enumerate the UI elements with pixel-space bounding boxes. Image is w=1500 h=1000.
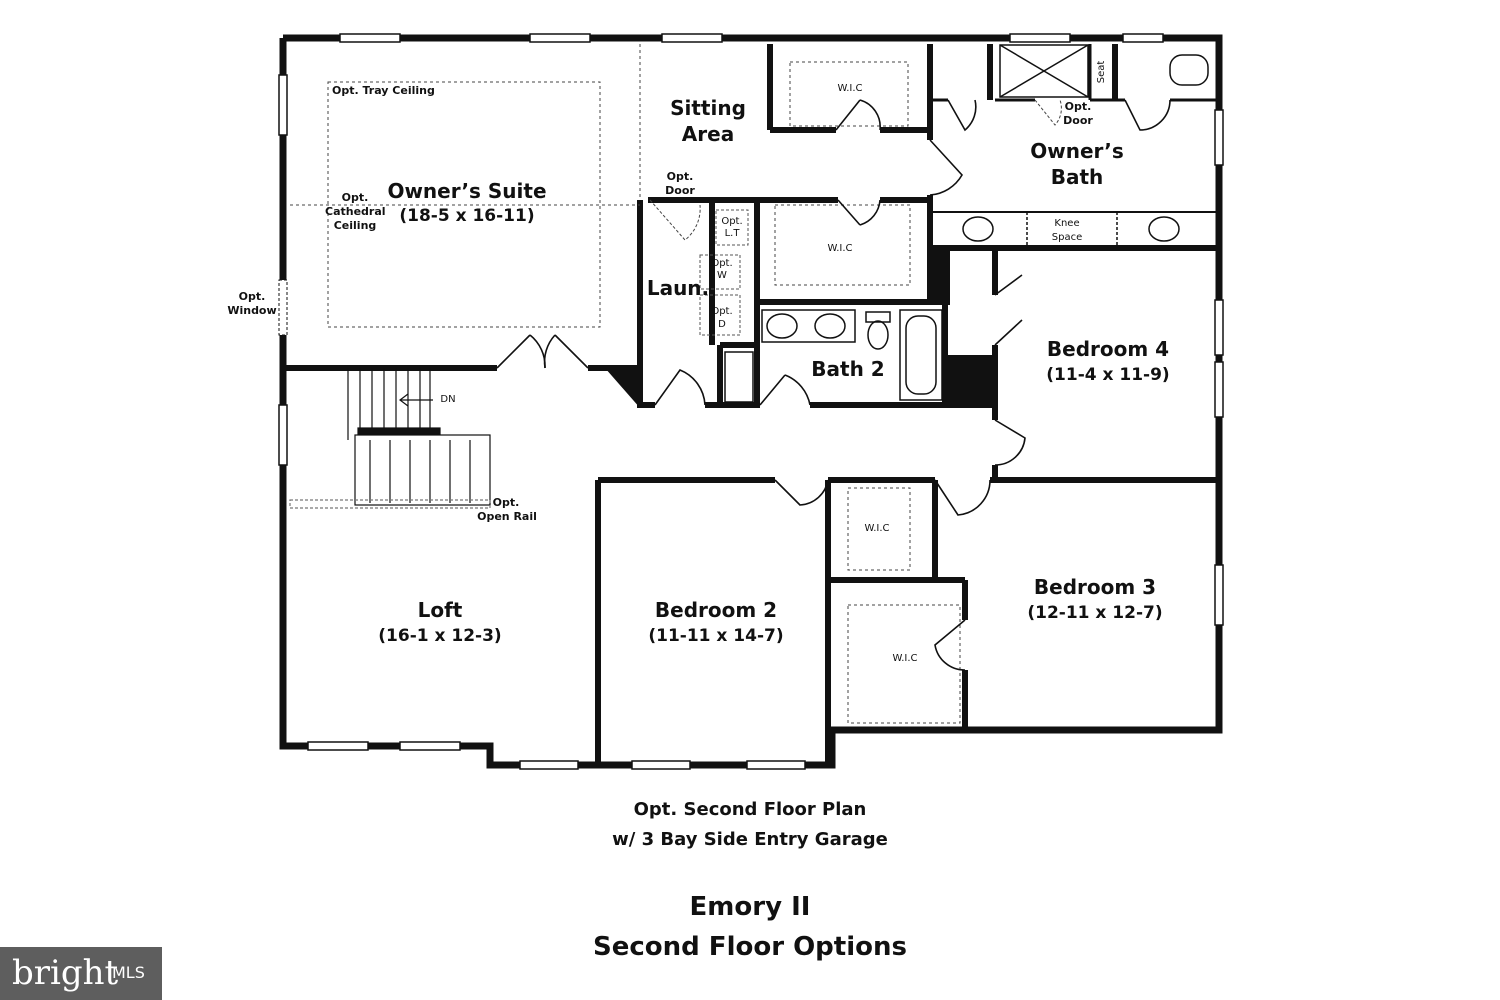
opt-door-note-line2: Door xyxy=(665,184,695,197)
opt-window-note-line1: Opt. xyxy=(238,290,266,303)
opt-lt-line2: L.T xyxy=(724,228,740,239)
stairs xyxy=(289,368,491,509)
opt-d-line2: D xyxy=(718,319,726,330)
owners-bath-name-line2: Bath xyxy=(1050,165,1104,189)
sitting-area-name-line1: Sitting xyxy=(670,96,746,120)
opt-door-bath-line1: Opt. xyxy=(1064,100,1092,113)
bath-2-name: Bath 2 xyxy=(811,357,885,381)
bedroom-3-dimensions: (12-11 x 12-7) xyxy=(1027,603,1163,623)
knee-space-line1: Knee xyxy=(1054,218,1080,229)
wic-label-bedroom2: W.I.C xyxy=(864,523,890,534)
wic-label-bedroom3: W.I.C xyxy=(892,653,918,664)
opt-lt-line1: Opt. xyxy=(721,216,743,227)
dashed-doors xyxy=(649,99,1062,241)
stairs-down-label: DN xyxy=(440,394,456,405)
seat-label: Seat xyxy=(1096,60,1107,84)
wic-label-middle: W.I.C xyxy=(827,243,853,254)
opt-d-line1: Opt. xyxy=(711,306,733,317)
optional-window xyxy=(278,279,288,336)
mls-watermark: bright MLS xyxy=(0,947,162,1000)
fixtures xyxy=(724,44,1209,403)
watermark-suffix: MLS xyxy=(112,963,145,982)
windows xyxy=(278,33,1224,770)
opt-w-line2: W xyxy=(717,270,727,281)
opt-door-bath-line2: Door xyxy=(1063,114,1093,127)
plan-title-line2: Second Floor Options xyxy=(593,932,907,962)
knee-space-line2: Space xyxy=(1051,232,1083,243)
opt-door-note-line1: Opt. xyxy=(666,170,694,183)
watermark-brand: bright xyxy=(12,953,119,993)
open-rail-line2: Open Rail xyxy=(477,510,537,523)
open-rail-line1: Opt. xyxy=(492,496,520,509)
cathedral-note-line3: Ceiling xyxy=(333,219,377,232)
owners-suite-name: Owner’s Suite xyxy=(387,179,547,203)
owners-suite-dimensions: (18-5 x 16-11) xyxy=(399,206,535,226)
cathedral-note-line2: Cathedral xyxy=(325,205,386,218)
plan-caption-line2: w/ 3 Bay Side Entry Garage xyxy=(612,829,888,850)
doors xyxy=(496,99,1171,671)
sitting-area-name-line2: Area xyxy=(681,122,735,146)
loft-dimensions: (16-1 x 12-3) xyxy=(378,626,502,646)
loft-name: Loft xyxy=(417,598,463,622)
wic-label-top: W.I.C xyxy=(837,83,863,94)
plan-title-line1: Emory II xyxy=(689,892,811,922)
bedroom-2-name: Bedroom 2 xyxy=(654,598,778,622)
plan-caption-line1: Opt. Second Floor Plan xyxy=(633,799,867,820)
tray-ceiling-note: Opt. Tray Ceiling xyxy=(332,84,435,97)
bedroom-3-name: Bedroom 3 xyxy=(1033,575,1157,599)
owners-bath-name-line1: Owner’s xyxy=(1030,139,1124,163)
dashed-ceiling-lines xyxy=(290,44,961,724)
laundry-name: Laun. xyxy=(646,276,710,300)
opt-window-note-line2: Window xyxy=(227,304,277,317)
opt-w-line1: Opt. xyxy=(711,258,733,269)
bedroom-4-name: Bedroom 4 xyxy=(1046,337,1170,361)
interior-walls xyxy=(283,44,1219,765)
bedroom-4-dimensions: (11-4 x 11-9) xyxy=(1046,365,1170,385)
bedroom-2-dimensions: (11-11 x 14-7) xyxy=(648,626,784,646)
laundry-appliances xyxy=(699,209,749,336)
solid-blocks xyxy=(605,250,994,408)
cathedral-note-line1: Opt. xyxy=(341,191,369,204)
